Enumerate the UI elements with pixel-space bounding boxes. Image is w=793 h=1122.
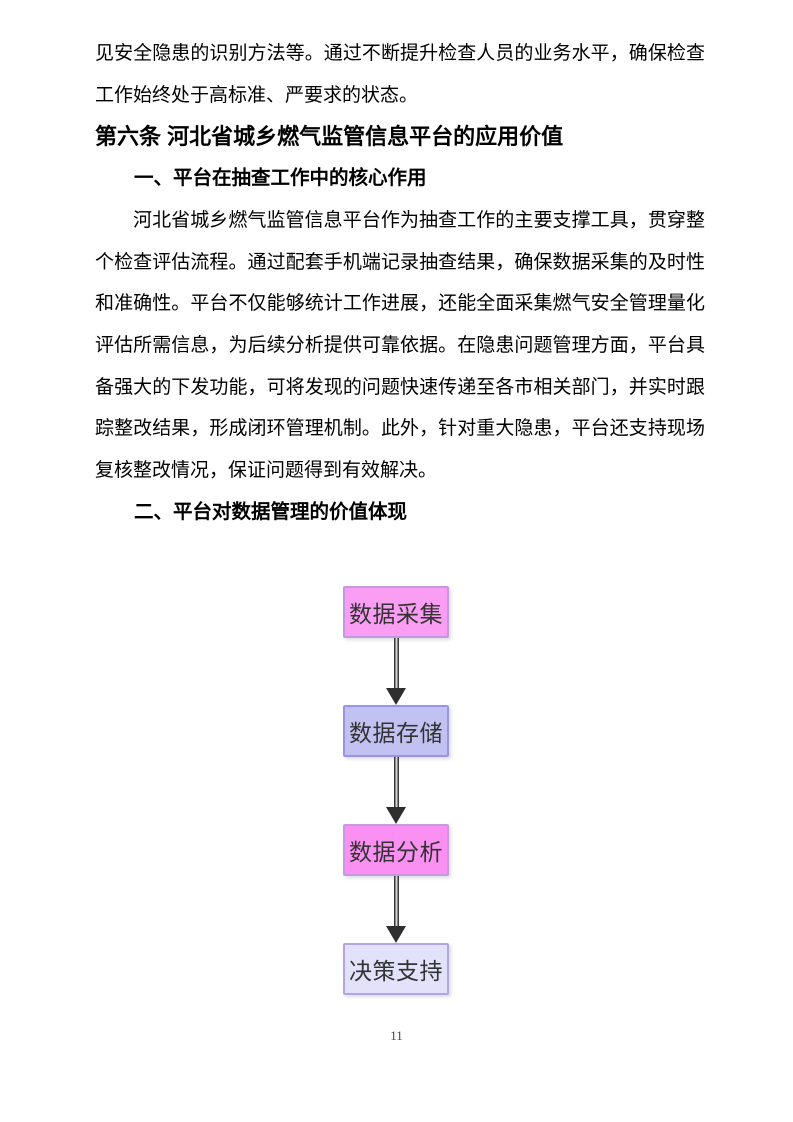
arrowhead-icon (386, 926, 406, 943)
section-heading: 第六条 河北省城乡燃气监管信息平台的应用价值 (95, 124, 564, 150)
paragraph-continuation: 见安全隐患的识别方法等。通过不断提升检查人员的业务水平，确保检查工作始终处于高标… (95, 43, 705, 106)
flow-arrow-down-icon (386, 757, 406, 824)
flow-arrow-down-icon (386, 876, 406, 943)
arrowhead-icon (386, 688, 406, 705)
flowchart-node: 数据采集 (343, 586, 449, 638)
data-flow-diagram: 数据采集数据存储数据分析决策支持 (343, 586, 449, 995)
subsection-title-2: 二、平台对数据管理的价值体现 (134, 501, 408, 523)
arrow-shaft (393, 757, 399, 807)
flowchart-node: 决策支持 (343, 943, 449, 995)
paragraph-body-1: 河北省城乡燃气监管信息平台作为抽查工作的主要支撑工具，贯穿整个检查评估流程。通过… (95, 209, 705, 482)
arrowhead-icon (386, 807, 406, 824)
flow-arrow-down-icon (386, 638, 406, 705)
subsection-title-1: 一、平台在抽查工作中的核心作用 (134, 168, 427, 190)
arrow-shaft (393, 876, 399, 926)
arrow-shaft (393, 638, 399, 688)
page-number: 11 (390, 1028, 403, 1043)
flowchart-node: 数据分析 (343, 824, 449, 876)
flowchart-node: 数据存储 (343, 705, 449, 757)
